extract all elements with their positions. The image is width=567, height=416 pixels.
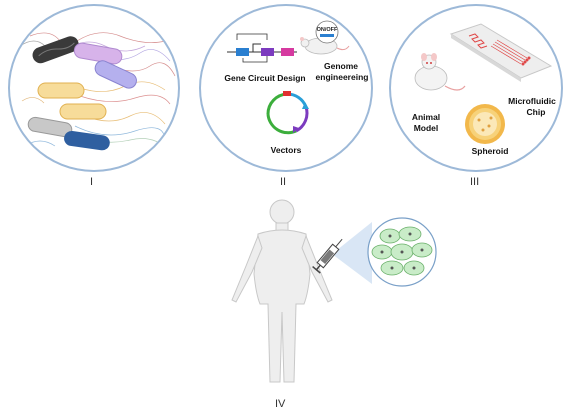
bacterium-yellow-1 [37,82,85,99]
animal-model-label-line2: Model [413,123,439,133]
genome-engineering-label-line2: engineereing [315,72,369,82]
switch-text: ON/OFF [317,27,338,33]
animal-model-mouse [414,53,466,91]
animal-model-label-line1: Animal [411,112,441,122]
bacterium-dark [32,36,79,64]
genome-engineering-label-line1: Genome [323,61,358,71]
bacterium-yellow-2 [59,103,107,120]
spheroid-label: Spheroid [471,146,509,156]
panel-numeral-1: I [90,176,94,188]
gene-engineering-panel: ON/OFF Gene Circuit Design Genome engine… [199,4,373,172]
gene-circuit-diagram: ON/OFF [227,20,350,135]
microfluidic-label-line1: Microfluidic [508,96,556,106]
panel-numeral-3: III [470,176,480,188]
spheroid [465,104,505,144]
model-systems-illustration [414,23,553,144]
bacterium-grey [27,116,73,138]
gene-circuit-label: Gene Circuit Design [224,73,306,83]
syringe-icon [312,238,343,274]
bacteria-panel [8,4,180,172]
microfluidic-label-line2: Chip [526,107,546,117]
model-systems-panel: Animal Model Microfluidic Chip Spheroid [389,4,563,172]
bacteria-illustration [19,32,176,153]
plasmid-vector [266,91,309,135]
cell-cluster [367,217,437,287]
panel-numeral-4: IV [275,398,286,410]
bacterium-pink [73,42,123,65]
panel-numeral-2: II [280,176,287,188]
vectors-label: Vectors [270,145,302,155]
bacterium-purple [94,60,137,89]
bacterium-blue [64,130,110,151]
injection-and-cells [312,217,437,287]
microfluidic-chip [449,23,553,82]
